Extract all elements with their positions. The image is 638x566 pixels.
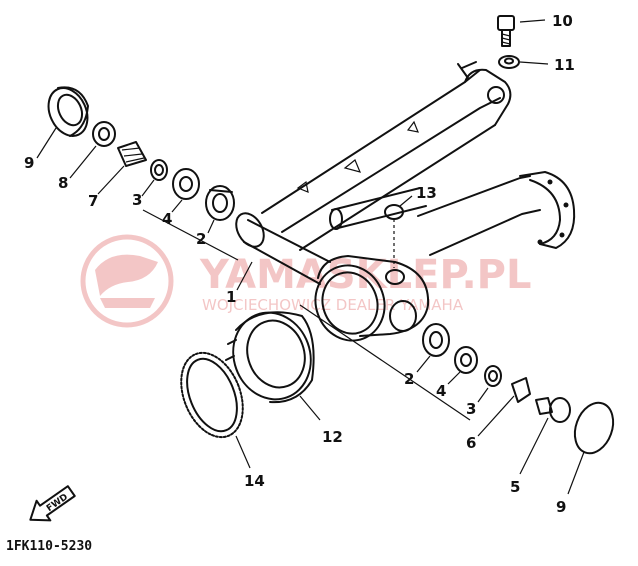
watermark: YAMASKLEP.PL WOJCIECHOWICZ DEALER YAMAHA [80, 234, 531, 328]
callout-9-right: 9 [556, 498, 566, 516]
callout-9-left: 9 [24, 154, 34, 172]
callout-10: 10 [552, 12, 573, 30]
lock-washer-6 [511, 377, 531, 403]
collar-3-right [484, 365, 502, 387]
callout-8: 8 [58, 174, 68, 192]
fwd-arrow-icon: FWD [29, 485, 76, 522]
assembly-axis-right [299, 304, 471, 421]
callout-2-right: 2 [404, 370, 414, 388]
callout-5: 5 [510, 478, 520, 496]
watermark-brand: YAMASKLEP.PL [199, 252, 531, 298]
bolt-10 [497, 15, 515, 47]
assembly-axis-left [142, 209, 239, 261]
leader-lines [36, 19, 585, 495]
grease-nipple-13 [384, 204, 404, 268]
swingarm-frame [235, 61, 576, 342]
callout-12: 12 [322, 428, 343, 446]
callout-11: 11 [554, 56, 575, 74]
callout-1: 1 [226, 288, 236, 306]
callout-4-right: 4 [436, 382, 446, 400]
nut-8 [92, 121, 116, 147]
dust-seal-4-right [454, 346, 478, 374]
bearing-2-left [205, 185, 235, 221]
oil-seal-9-left [47, 86, 89, 137]
pivot-bolt-5 [535, 397, 571, 423]
callout-3-right: 3 [466, 400, 476, 418]
callout-labels: 10 11 9 8 7 3 4 2 13 1 2 4 3 6 5 9 12 14 [24, 12, 575, 516]
dust-seal-4-left [172, 168, 200, 200]
callout-3-left: 3 [132, 191, 142, 209]
callout-2-left: 2 [196, 230, 206, 248]
rubber-boot-12 [225, 311, 315, 404]
callout-14: 14 [244, 472, 265, 490]
callout-13: 13 [416, 184, 437, 202]
pivot-shaft-7 [117, 141, 147, 167]
callout-7: 7 [88, 192, 98, 210]
bearing-2-right [422, 323, 450, 357]
reference-code: 1FK110-5230 [6, 539, 92, 554]
watermark-subtitle: WOJCIECHOWICZ DEALER YAMAHA [202, 296, 464, 314]
callout-4-left: 4 [162, 210, 172, 228]
collar-3-left [150, 159, 168, 181]
callout-6: 6 [466, 434, 476, 452]
cap-9-right [573, 401, 615, 455]
fwd-label: FWD [45, 492, 70, 514]
washer-11 [498, 55, 520, 69]
gasket-14 [180, 351, 244, 439]
